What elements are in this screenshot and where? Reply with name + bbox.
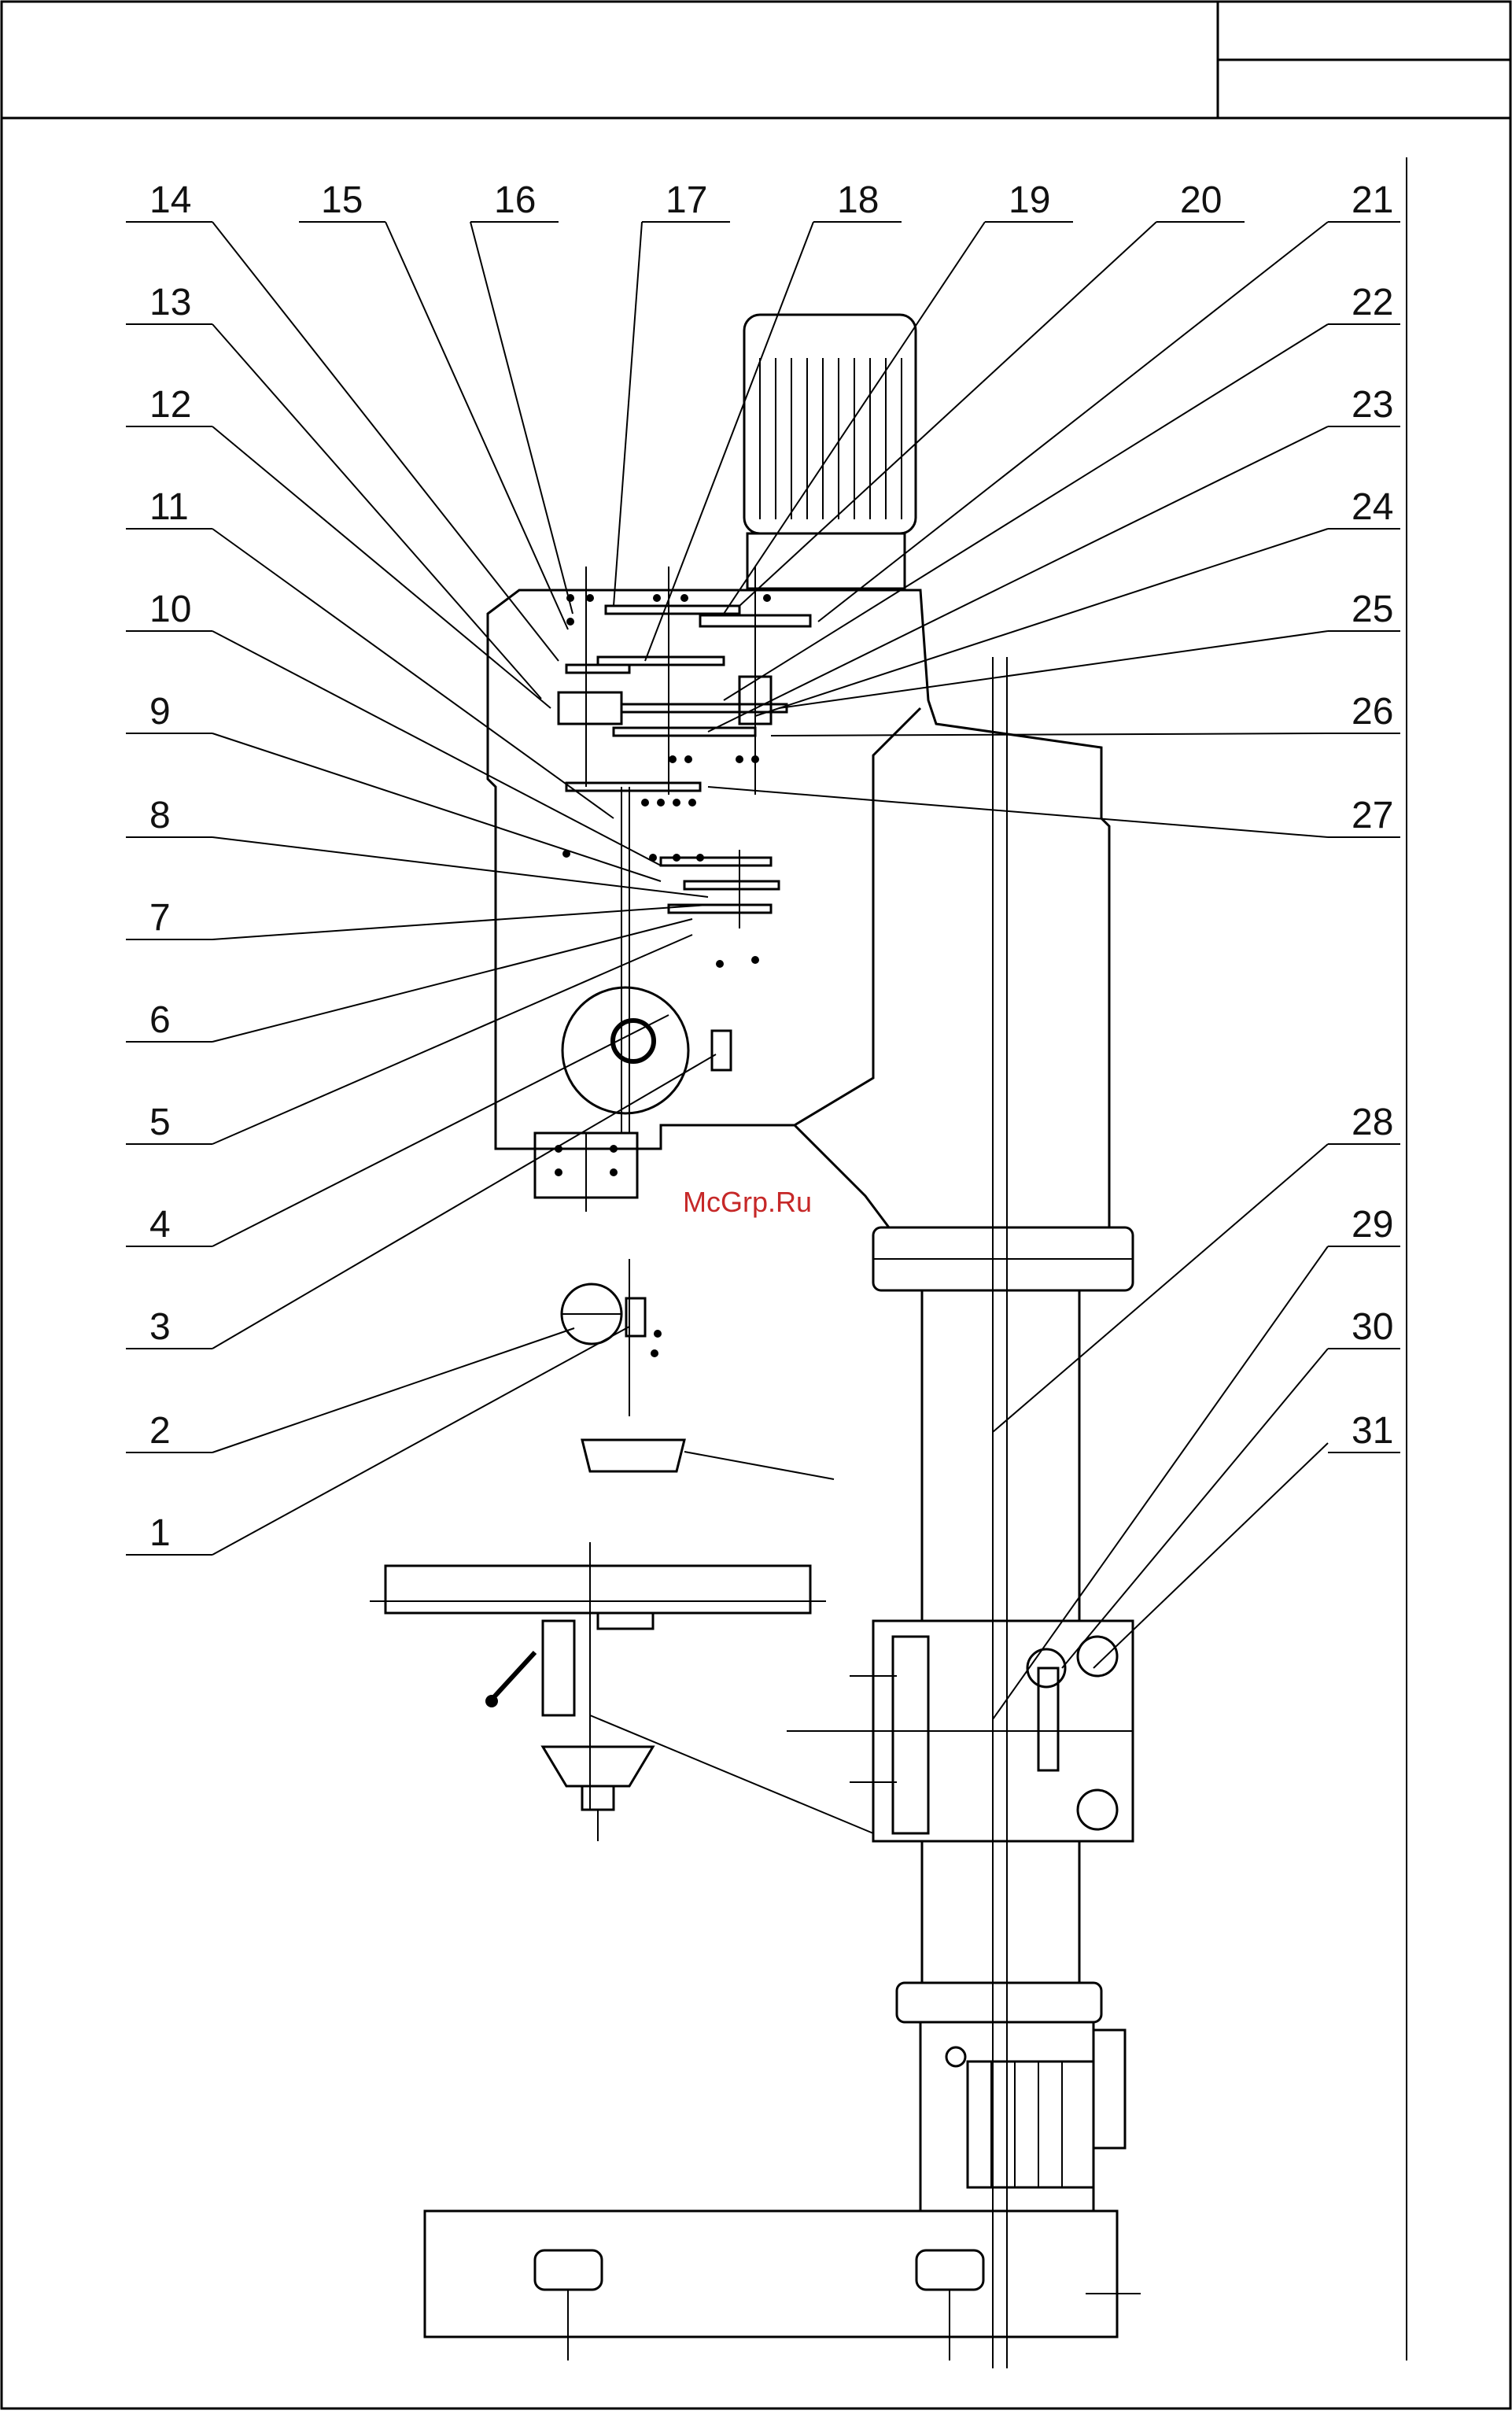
callout-25: 25 xyxy=(1352,589,1393,630)
callout-29: 29 xyxy=(1352,1204,1393,1246)
callout-3: 3 xyxy=(149,1306,171,1348)
callout-20: 20 xyxy=(1180,179,1222,221)
callout-16: 16 xyxy=(494,179,536,221)
leader-lines xyxy=(212,222,1328,1719)
callout-14-top: 14 xyxy=(149,179,191,221)
callouts-left: 13 12 11 10 9 8 7 6 5 4 3 2 1 xyxy=(126,282,212,1555)
callout-26: 26 xyxy=(1352,691,1393,733)
callout-1: 1 xyxy=(149,1512,171,1554)
callout-7: 7 xyxy=(149,897,171,939)
callout-27: 27 xyxy=(1352,795,1393,836)
callout-17: 17 xyxy=(666,179,707,221)
callout-8: 8 xyxy=(149,795,171,836)
callout-11: 11 xyxy=(149,486,189,528)
callout-31: 31 xyxy=(1352,1410,1393,1452)
work-table xyxy=(370,1542,873,1841)
callout-4: 4 xyxy=(149,1204,171,1246)
callout-28: 28 xyxy=(1352,1102,1393,1143)
callout-18: 18 xyxy=(837,179,879,221)
callout-10: 10 xyxy=(149,589,191,630)
callout-2: 2 xyxy=(149,1410,171,1452)
callout-23: 23 xyxy=(1352,384,1393,426)
spindle-parts xyxy=(562,1259,834,1479)
watermark: McGrp.Ru xyxy=(683,1186,812,1218)
callout-5: 5 xyxy=(149,1102,171,1143)
callout-24: 24 xyxy=(1352,486,1393,528)
callout-22: 22 xyxy=(1352,282,1393,323)
callout-15: 15 xyxy=(321,179,363,221)
callout-19: 19 xyxy=(1009,179,1050,221)
callouts-top: 14 15 16 17 18 19 20 21 xyxy=(126,179,1400,222)
callout-6: 6 xyxy=(149,999,171,1041)
motor xyxy=(744,315,916,589)
headstock xyxy=(488,567,1109,1227)
callout-12: 12 xyxy=(149,384,191,426)
callout-21: 21 xyxy=(1352,179,1393,221)
callout-9: 9 xyxy=(149,691,171,733)
callouts-right: 22 23 24 25 26 27 28 29 30 31 xyxy=(1328,282,1400,1452)
callout-30: 30 xyxy=(1352,1306,1393,1348)
table-arm-bracket xyxy=(787,1621,1133,1841)
machine-base xyxy=(425,2022,1141,2360)
callout-13: 13 xyxy=(149,282,191,323)
